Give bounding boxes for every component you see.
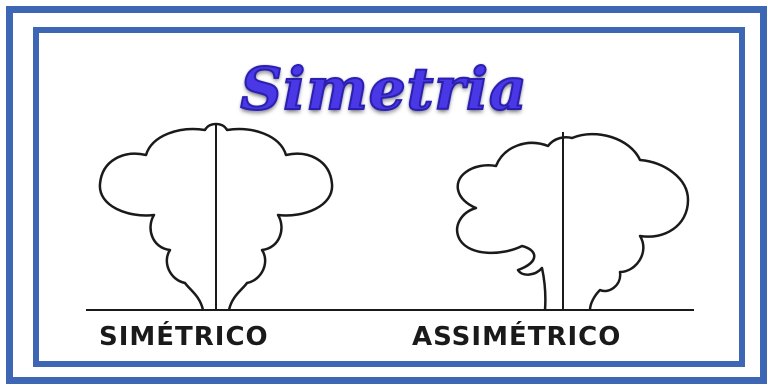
asymmetric-tree-outline bbox=[455, 132, 690, 311]
label-asymmetric: ASSIMÉTRICO bbox=[412, 322, 622, 352]
page-title: Simetria bbox=[239, 54, 528, 124]
label-symmetric: SIMÉTRICO bbox=[99, 322, 269, 352]
